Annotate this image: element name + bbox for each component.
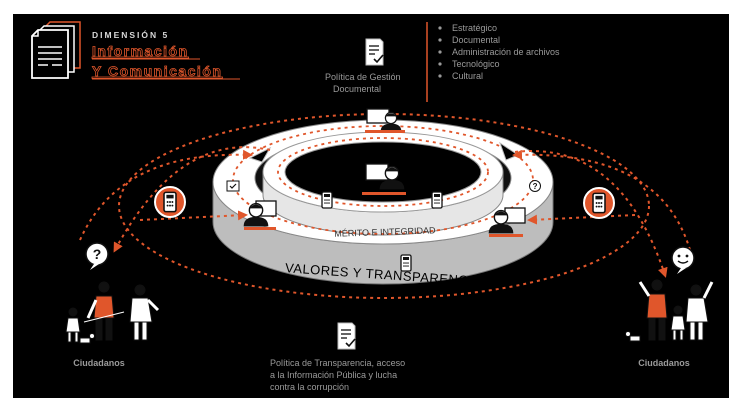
title-line-2: Y Comunicación <box>92 63 222 79</box>
list-bullet <box>438 26 442 30</box>
list-bullet <box>438 38 442 42</box>
document-check-icon <box>365 38 384 66</box>
worker-at-computer-icon-left <box>242 200 277 230</box>
phone-kiosk-icon <box>583 187 615 219</box>
question-mark: ? <box>93 246 102 262</box>
policy-gestion-line-2: Documental <box>333 84 381 94</box>
title-line-1: Información <box>92 43 189 59</box>
question-bubble-icon: ? <box>529 180 541 192</box>
citizens-right-label: Ciudadanos <box>638 358 690 368</box>
worker-at-computer-icon-top <box>365 108 405 133</box>
policy-transparencia-line-1: Política de Transparencia, acceso <box>270 358 405 368</box>
citizens-group-left <box>65 281 160 344</box>
document-check-icon <box>226 180 240 192</box>
policy-transparencia-line-2: a la Información Pública y lucha <box>270 370 397 380</box>
phone-kiosk-icon <box>154 186 186 218</box>
question-bubble-icon: ? <box>85 242 109 270</box>
focus-list-item: Administración de archivos <box>452 47 560 57</box>
phone-kiosk-icon <box>321 191 333 209</box>
citizens-group-right <box>625 279 714 342</box>
list-bullet <box>438 62 442 66</box>
focus-list-item: Tecnológico <box>452 59 500 69</box>
document-check-icon <box>337 322 356 350</box>
citizens-left-label: Ciudadanos <box>73 358 125 368</box>
worker-at-computer-icon-center <box>362 163 406 195</box>
list-bullet <box>438 74 442 78</box>
focus-list-item: Documental <box>452 35 500 45</box>
smiley-bubble-icon <box>671 246 695 274</box>
ring-inner-label: MÉRITO E INTEGRIDAD <box>334 225 436 239</box>
dimension-label: DIMENSIÓN 5 <box>92 29 169 40</box>
worker-at-computer-icon-right <box>487 207 526 237</box>
focus-list-item: Cultural <box>452 71 483 81</box>
list-bullet <box>438 50 442 54</box>
focus-list-item: Estratégico <box>452 23 497 33</box>
svg-text:?: ? <box>533 182 538 191</box>
phone-kiosk-icon <box>400 254 412 272</box>
policy-transparencia-line-3: contra la corrupción <box>270 382 349 392</box>
document-stack-icon <box>31 21 81 79</box>
ring-platform <box>212 119 554 285</box>
policy-gestion-line-1: Política de Gestión <box>325 72 401 82</box>
phone-kiosk-icon <box>431 191 443 209</box>
